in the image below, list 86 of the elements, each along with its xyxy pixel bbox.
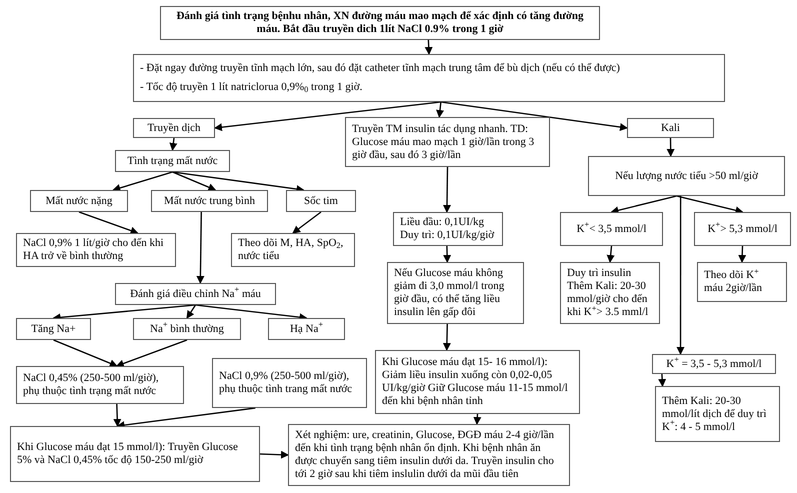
process-box: [16, 233, 176, 267]
node-text: Theo dõi M, HA, SpO$_{2}$, nước tiểu: [238, 237, 344, 263]
process-box: [286, 190, 356, 212]
process-box: [16, 318, 91, 340]
arrow: [116, 339, 188, 368]
arrow: [172, 171, 304, 193]
node-text: Mất nước nặng: [46, 194, 112, 208]
process-box: [560, 212, 663, 246]
process-box: [115, 283, 276, 305]
process-box: [268, 318, 345, 340]
arrow: [443, 167, 451, 213]
node-text: Kali: [661, 122, 680, 134]
node-text: Tình trạng mất nước: [127, 154, 218, 168]
node-text: NaCl 0,45% (250-500 ml/giờ), phụ thuộc tình trạng mất nước: [23, 372, 160, 398]
process-box: [212, 358, 367, 408]
process-box: [16, 366, 184, 404]
node-text: Nếu Glucose máu không giảm đi 3,0 mmol/l trong giờ đầu, có thể tăng liều insulin lên gấp đôi: [394, 267, 506, 319]
node-text: Khi Glucose máu đạt 15- 16 mmol/l): Giảm liều insulin xuống còn 0,02-0,05 UI/kg/giờ Giữ Glucose máu 11-15 mmol/l đến khi bệnh nhân tỉnh: [382, 356, 569, 408]
arrow: [424, 40, 433, 55]
process-box: [115, 150, 230, 172]
process-box: [151, 190, 268, 212]
node-text: Thêm Kali: 20-30 mmol/lít dịch để duy trì K$^{+}$: 4 - 5 mmol/l: [662, 394, 768, 434]
arrow: [436, 102, 444, 118]
process-box: [627, 118, 714, 138]
arrow: [738, 246, 746, 263]
process-box: [160, 6, 600, 40]
node-text: Đánh giá điều chỉnh Na$^{+}$ máu: [130, 288, 261, 300]
process-box: [231, 233, 355, 267]
arrow: [214, 101, 441, 132]
arrow: [443, 246, 452, 263]
arrow: [442, 324, 451, 351]
node-text: NaCl 0,9% 1 lít/giờ cho đến khi HA trở về bình thường: [23, 237, 165, 263]
process-box: [588, 156, 785, 196]
process-box: [387, 262, 524, 324]
process-box: [697, 262, 787, 302]
process-box: [375, 350, 580, 414]
arrow: [610, 195, 677, 214]
process-box: [10, 426, 260, 482]
node-text: Liều đầu: 0,1UI/kg Duy trì: 0,1UI/kg/giờ: [400, 216, 496, 242]
node-text: - Tốc độ truyền 1 lít natriclorua 0,9%$_{0}$ trong 1 giờ.: [140, 81, 362, 94]
arrow: [606, 246, 615, 263]
node-text: K$^{+}$> 5,3 mmol/l: [708, 222, 778, 236]
node-text: Mất nước trung bình: [164, 194, 255, 208]
arrow: [658, 374, 666, 387]
arrow: [169, 138, 178, 151]
arrow: [78, 211, 139, 234]
node-text: Duy trì insulin Thêm Kali: 20-30 mmol/giờ cho đến khi K$^{+}$> 3.5 mml/l: [567, 267, 650, 319]
process-box: [133, 318, 241, 340]
node-text: K$^{+}$ = 3,5 - 5,3 mmol/l: [666, 358, 762, 370]
process-box: [345, 117, 550, 167]
node-text: Sốc tim: [304, 194, 338, 208]
node-text: Tăng Na+: [31, 322, 76, 336]
process-box: [288, 424, 570, 486]
arrow: [440, 101, 628, 131]
node-text: K$^{+}$< 3,5 mmol/l: [576, 222, 646, 236]
arrow: [260, 450, 289, 459]
node-text: Nếu lượng nước tiểu >50 ml/giờ: [615, 170, 758, 182]
node-text: Hạ Na$^{+}$: [290, 322, 324, 336]
arrow: [676, 196, 685, 355]
arrow: [53, 339, 118, 368]
arrow: [676, 195, 744, 214]
node-text: Truyền TM insulin tác dụng nhanh. TD: Glucose máu mao mạch 1 giờ/lần trong 3 giờ đầu, sau đó 3 giờ/lần: [352, 122, 536, 162]
process-box: [652, 354, 776, 374]
arrow: [292, 211, 322, 234]
process-box: [393, 212, 503, 246]
node-text: Truyền dịch: [147, 122, 201, 134]
node-text: Theo dõi K$^{+}$ máu 2giờ/lần: [704, 269, 764, 295]
arrow: [666, 138, 675, 157]
process-box: [560, 262, 660, 324]
arrow: [473, 414, 482, 425]
node-text: - Đặt ngay đường truyền tĩnh mạch lớn, sau đó đặt catheter tĩnh mạch trung tâm để bù dịch (nếu có thể được): [140, 62, 620, 75]
arrow: [186, 304, 196, 319]
arrow: [172, 171, 216, 191]
node-text: Khi Glucose máu đạt 15 mmol/l): Truyền Glucose 5% và NaCl 0,45% tốc độ 150-250 ml/giờ: [17, 441, 239, 467]
node-text: Xét nghiệm: ure, creatinin, Glucose, ĐGĐ máu 2-4 giờ/lần đến khi tình trạng bệnh nhân ổn định. Khi bệnh nhân ăn được chuyển sang tiêm insulin dưới da. Truyền insulin cho tới 2 giờ sau khi tiêm inslulin dưới da mũi đầu tiên: [295, 429, 556, 481]
arrow: [113, 404, 122, 427]
process-box: [655, 386, 780, 442]
node-text: Đánh giá tình trạng bệnhu nhân, XN đường máu mao mạch để xác định có tăng đường máu. Bắt đầu truyền dich 1lít NaCl 0.9% trong 1 giờ: [175, 10, 585, 36]
process-box: [694, 212, 791, 246]
node-text: Na$^{+}$ bình thường: [150, 322, 224, 336]
arrow: [112, 171, 173, 192]
process-box: [30, 190, 128, 212]
arrow: [196, 212, 204, 284]
process-box: [133, 54, 725, 102]
node-text: NaCl 0,9% (250-500 ml/giờ), phụ thuộc tình trang mất nước: [219, 370, 354, 396]
process-box: [133, 118, 215, 138]
